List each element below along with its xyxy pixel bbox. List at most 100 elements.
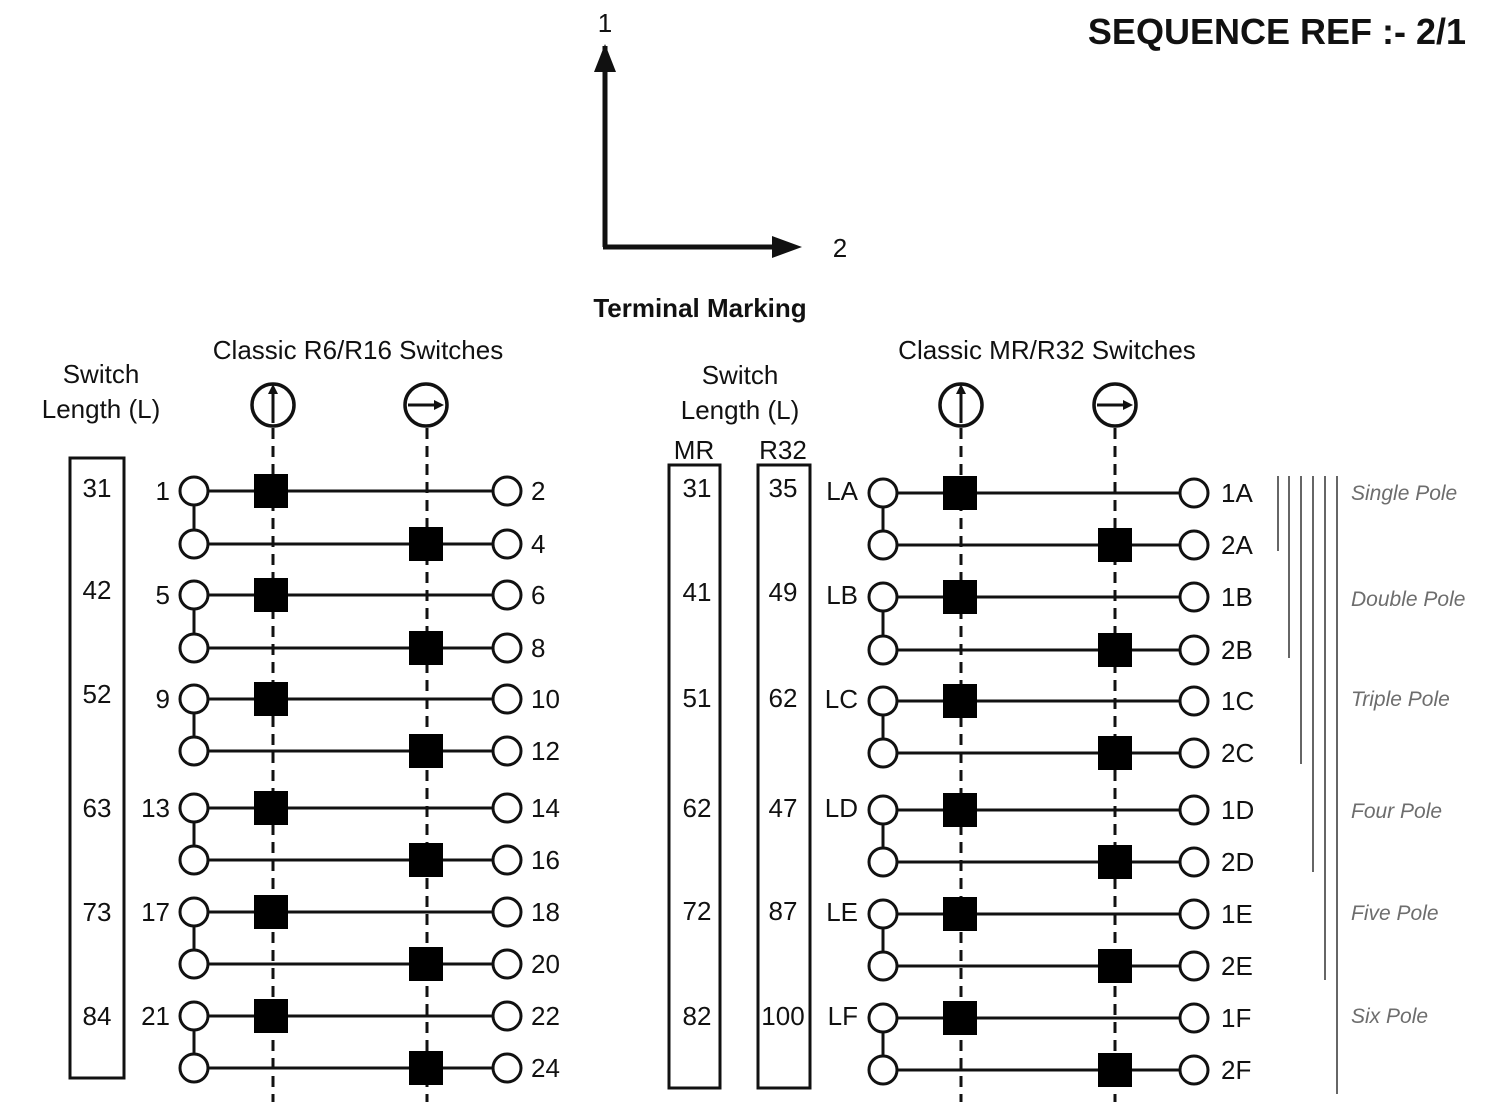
terminal-circle: [1178, 950, 1210, 982]
terminal-circle: [867, 634, 899, 666]
terminal-circle: [867, 1002, 899, 1034]
terminal-in-label: 17: [141, 897, 170, 927]
terminal-out-label: 18: [531, 897, 560, 927]
terminal-circle: [867, 737, 899, 769]
terminal-circle: [178, 792, 210, 824]
r32-length-value: 100: [761, 1001, 804, 1031]
terminal-in-label: LD: [825, 793, 858, 823]
terminal-circle: [491, 792, 523, 824]
orientation-axes: [594, 44, 802, 258]
terminal-out-label: 1E: [1221, 899, 1253, 929]
terminal-circle: [178, 683, 210, 715]
terminal-out-label: 10: [531, 684, 560, 714]
closed-contact-square: [409, 734, 443, 768]
terminal-out-label: 2B: [1221, 635, 1253, 665]
closed-contact-square: [409, 527, 443, 561]
terminal-circle: [491, 735, 523, 767]
closed-contact-square: [943, 793, 977, 827]
terminal-in-label: LA: [826, 476, 858, 506]
terminal-circle: [867, 477, 899, 509]
closed-contact-square: [943, 476, 977, 510]
terminal-circle: [178, 896, 210, 928]
terminal-circle: [491, 1052, 523, 1084]
terminal-circle: [178, 579, 210, 611]
right-length-label-line1: Switch: [702, 360, 779, 390]
closed-contact-square: [254, 578, 288, 612]
position-up-icon: [250, 382, 296, 428]
pole-label: Double Pole: [1351, 588, 1465, 611]
terminal-in-label: LE: [826, 897, 858, 927]
terminal-out-label: 2A: [1221, 530, 1253, 560]
r32-length-value: 47: [769, 793, 798, 823]
closed-contact-square: [254, 474, 288, 508]
left-length-label-line2: Length (L): [42, 394, 161, 424]
terminal-circle: [867, 529, 899, 561]
terminal-circle: [867, 685, 899, 717]
closed-contact-square: [254, 895, 288, 929]
left-switch-contacts: 3142526373841591317212468101214161820222…: [83, 473, 560, 1085]
mr-length-value: 72: [683, 896, 712, 926]
axis-vertical-label: 1: [598, 8, 612, 38]
terminal-circle: [1178, 794, 1210, 826]
closed-contact-square: [409, 631, 443, 665]
terminal-in-label: 9: [156, 684, 170, 714]
terminal-circle: [867, 950, 899, 982]
mr-length-value: 41: [683, 577, 712, 607]
terminal-circle: [491, 579, 523, 611]
position-right-icon: [403, 382, 449, 428]
r32-length-value: 87: [769, 896, 798, 926]
terminal-out-label: 20: [531, 949, 560, 979]
terminal-out-label: 6: [531, 580, 545, 610]
closed-contact-square: [1098, 633, 1132, 667]
terminal-circle: [491, 896, 523, 928]
terminal-out-label: 1B: [1221, 582, 1253, 612]
terminal-in-label: 1: [156, 476, 170, 506]
terminal-circle: [1178, 634, 1210, 666]
column-r32-label: R32: [759, 435, 807, 465]
terminal-out-label: 1A: [1221, 478, 1253, 508]
terminal-in-label: 21: [141, 1001, 170, 1031]
terminal-circle: [491, 683, 523, 715]
terminal-out-label: 24: [531, 1053, 560, 1083]
terminal-circle: [491, 1000, 523, 1032]
terminal-circle: [1178, 477, 1210, 509]
left-length-value: 31: [83, 473, 112, 503]
sequence-ref: SEQUENCE REF :- 2/1: [1088, 11, 1466, 52]
terminal-circle: [867, 794, 899, 826]
arrow-right-icon: [772, 236, 802, 258]
closed-contact-square: [1098, 949, 1132, 983]
mr-length-value: 62: [683, 793, 712, 823]
mr-length-value: 51: [683, 683, 712, 713]
terminal-in-label: LC: [825, 684, 858, 714]
terminal-out-label: 1F: [1221, 1003, 1251, 1033]
terminal-out-label: 1D: [1221, 795, 1254, 825]
r32-length-value: 49: [769, 577, 798, 607]
terminal-circle: [491, 948, 523, 980]
pole-label: Single Pole: [1351, 482, 1457, 505]
terminal-circle: [491, 528, 523, 560]
terminal-circle: [491, 475, 523, 507]
left-length-value: 52: [83, 679, 112, 709]
terminal-out-label: 2C: [1221, 738, 1254, 768]
right-length-label-line2: Length (L): [681, 395, 800, 425]
terminal-marking-heading: Terminal Marking: [593, 293, 806, 323]
terminal-circle: [867, 898, 899, 930]
terminal-circle: [867, 846, 899, 878]
terminal-circle: [178, 632, 210, 664]
position-up-icon: [938, 382, 984, 428]
terminal-circle: [1178, 846, 1210, 878]
closed-contact-square: [1098, 528, 1132, 562]
left-length-value: 84: [83, 1001, 112, 1031]
terminal-circle: [1178, 1002, 1210, 1034]
closed-contact-square: [409, 947, 443, 981]
terminal-in-label: LF: [828, 1001, 858, 1031]
closed-contact-square: [254, 682, 288, 716]
arrow-up-icon: [594, 44, 616, 72]
left-length-label-line1: Switch: [63, 359, 140, 389]
terminal-circle: [1178, 737, 1210, 769]
terminal-circle: [491, 844, 523, 876]
terminal-circle: [178, 948, 210, 980]
terminal-circle: [867, 1054, 899, 1086]
terminal-in-label: LB: [826, 580, 858, 610]
